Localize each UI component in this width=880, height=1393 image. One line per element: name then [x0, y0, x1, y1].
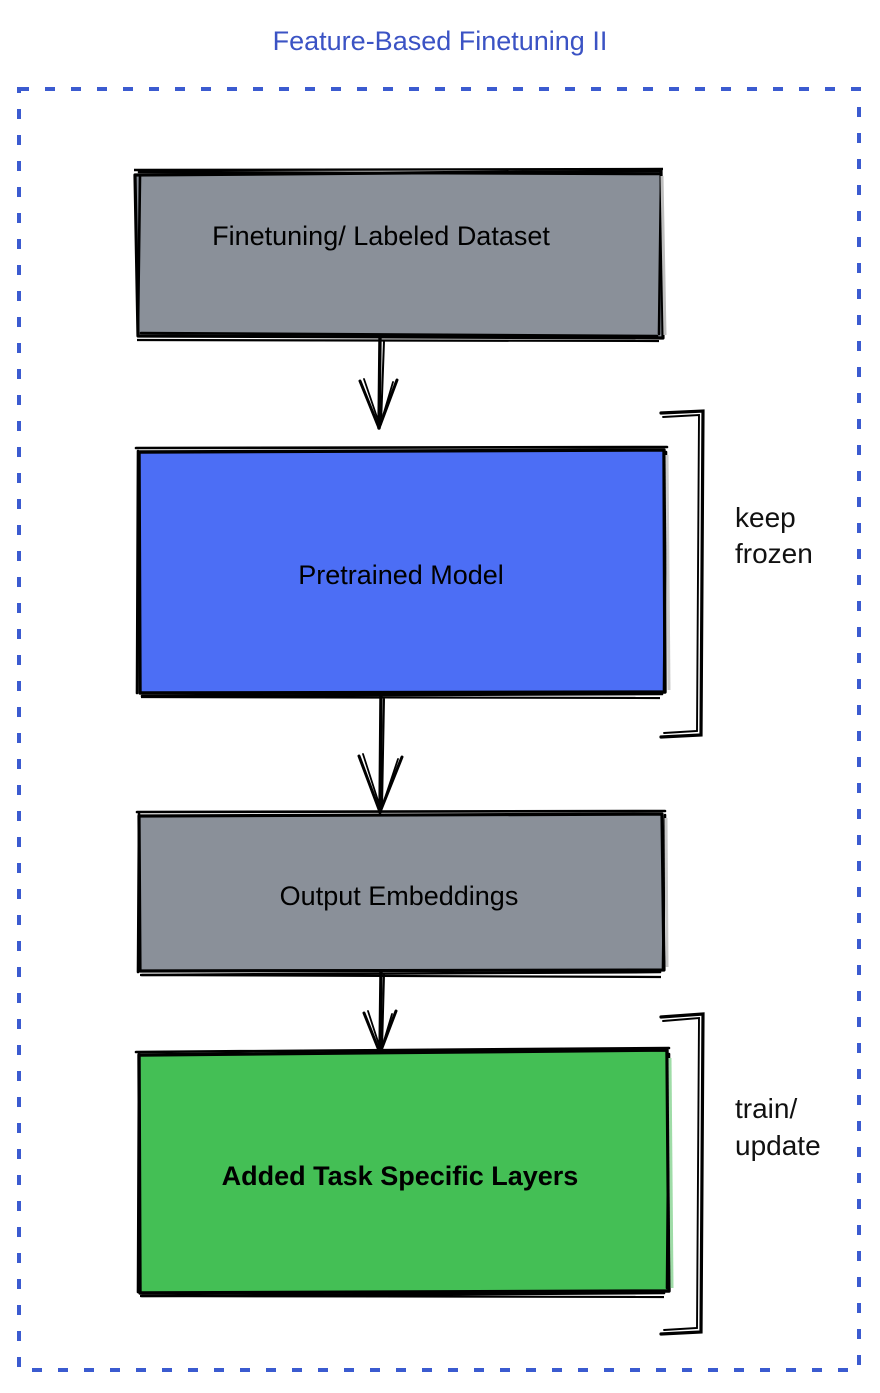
arrow-shaft [378, 692, 383, 814]
node-shape [133, 169, 665, 340]
arrow-head-sketch [363, 378, 394, 427]
node-shape-sketch-overlay [134, 445, 669, 698]
node-shape-sketch-overlay [136, 170, 663, 338]
node-shape-shadow [660, 175, 667, 336]
node-shape-shadow [665, 454, 671, 691]
node-label: Finetuning/ Labeled Dataset [212, 221, 550, 251]
node-shape [137, 812, 666, 973]
arrow-head [358, 378, 399, 430]
node-finetuning-dataset[interactable]: Finetuning/ Labeled Dataset [133, 167, 667, 343]
node-shape [137, 448, 667, 695]
node-shape-sketch-bottom [140, 695, 661, 700]
node-output-embeddings[interactable]: Output Embeddings [135, 809, 669, 979]
node-label: Output Embeddings [280, 881, 519, 911]
bracket-keep-frozen: keep frozen [659, 409, 813, 739]
node-label: Added Task Specific Layers [222, 1161, 579, 1191]
arrow-model-to-embeddings [357, 692, 404, 814]
node-shape-sketch-overlay [134, 1046, 671, 1298]
node-added-task-specific-layers[interactable]: Added Task Specific Layers [134, 1046, 674, 1299]
annotation-line-2: frozen [735, 538, 813, 569]
bracket-path [659, 409, 705, 739]
bracket-path [659, 1012, 705, 1336]
annotation-line-2: update [735, 1130, 821, 1161]
arrow-shaft-sketch [381, 974, 385, 1050]
bracket-train-update: train/ update [659, 1012, 821, 1336]
node-shape-shadow [664, 817, 669, 968]
arrow-shaft-sketch [380, 340, 385, 425]
node-shape-sketch-bottom [139, 973, 662, 979]
arrow-shaft-sketch [381, 698, 385, 809]
bracket-path-sketch [662, 1016, 700, 1331]
page-title: Feature-Based Finetuning II [273, 26, 608, 56]
arrow-head-sketch [362, 753, 399, 811]
node-shape-sketch-overlay [135, 809, 667, 977]
arrow-shaft [377, 335, 382, 430]
arrow-shaft [378, 970, 383, 1055]
node-pretrained-model[interactable]: Pretrained Model [134, 445, 671, 700]
node-shape-sketch-bottom [136, 338, 660, 343]
node-shape-shadow [668, 1057, 674, 1289]
arrow-dataset-to-model [358, 335, 399, 430]
node-shape-sketch-bottom [139, 1294, 665, 1299]
node-shape [137, 1048, 671, 1295]
node-label: Pretrained Model [298, 560, 504, 590]
annotation-line-1: keep [735, 502, 796, 533]
annotation-line-1: train/ [735, 1093, 797, 1124]
dashed-outer-frame [17, 87, 861, 1372]
node-shape-sketch-top [133, 167, 664, 172]
bracket-path-sketch [662, 413, 700, 734]
arrow-embeddings-to-layers [362, 970, 398, 1055]
